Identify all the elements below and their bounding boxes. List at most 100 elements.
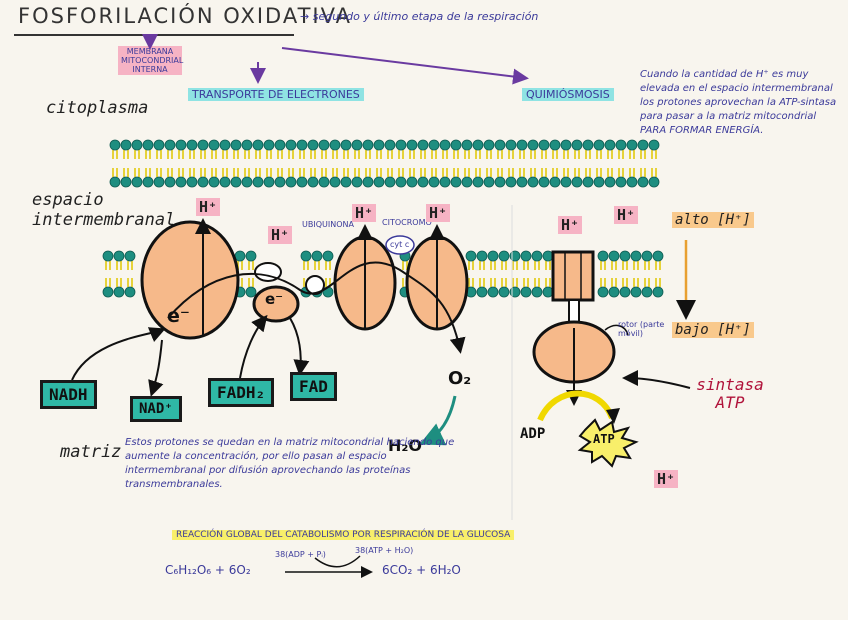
lipid-head xyxy=(187,177,197,187)
lipid-head xyxy=(440,140,450,150)
lipid-head xyxy=(301,251,311,261)
lipid-head xyxy=(330,140,340,150)
hplus-5: H⁺ xyxy=(558,216,582,234)
lipid-head xyxy=(374,140,384,150)
lipid-head xyxy=(165,140,175,150)
lipid-head xyxy=(308,177,318,187)
lipid-head xyxy=(220,177,230,187)
lipid-head xyxy=(598,251,608,261)
lipid-head xyxy=(246,287,256,297)
lipid-head xyxy=(418,177,428,187)
lipid-head xyxy=(484,140,494,150)
atp-label: ATP xyxy=(593,432,615,446)
lipid-head xyxy=(352,140,362,150)
ubiquinone-label: UBIQUINONA xyxy=(302,220,354,229)
lipid-head xyxy=(132,177,142,187)
lipid-head xyxy=(312,251,322,261)
lipid-head xyxy=(363,177,373,187)
lipid-head xyxy=(297,140,307,150)
hplus-3: H⁺ xyxy=(352,204,376,222)
hplus-4: H⁺ xyxy=(426,204,450,222)
arrow-nad-out xyxy=(152,340,162,393)
reaction-title: REACCIÓN GLOBAL DEL CATABOLISMO POR RESP… xyxy=(172,530,514,540)
lipid-head xyxy=(264,140,274,150)
lipid-head xyxy=(638,140,648,150)
lipid-head xyxy=(396,140,406,150)
lipid-head xyxy=(499,251,509,261)
gradient-low: bajo [H⁺] xyxy=(672,322,754,338)
gradient-high: alto [H⁺] xyxy=(672,212,754,228)
lipid-head xyxy=(209,177,219,187)
lipid-head xyxy=(473,140,483,150)
lipid-head xyxy=(198,177,208,187)
arrow-nadh-in xyxy=(72,330,162,380)
adp-label: ADP xyxy=(520,426,545,442)
lipid-head xyxy=(488,287,498,297)
hplus-1: H⁺ xyxy=(196,198,220,216)
lipid-head xyxy=(528,140,538,150)
lipid-head xyxy=(594,140,604,150)
lipid-head xyxy=(609,251,619,261)
lipid-head xyxy=(466,251,476,261)
lipid-head xyxy=(616,177,626,187)
lipid-head xyxy=(605,140,615,150)
arrow-fad-out xyxy=(290,318,301,372)
lipid-head xyxy=(462,177,472,187)
lipid-head xyxy=(539,177,549,187)
lipid-head xyxy=(374,177,384,187)
hplus-2: H⁺ xyxy=(268,226,292,244)
lipid-head xyxy=(440,177,450,187)
lipid-head xyxy=(517,177,527,187)
lipid-head xyxy=(429,177,439,187)
lipid-head xyxy=(451,177,461,187)
lipid-head xyxy=(583,177,593,187)
lipid-head xyxy=(396,177,406,187)
lipid-head xyxy=(517,140,527,150)
lipid-head xyxy=(103,287,113,297)
lipid-head xyxy=(477,287,487,297)
lipid-head xyxy=(385,177,395,187)
lipid-head xyxy=(165,177,175,187)
lipid-head xyxy=(125,251,135,261)
lipid-head xyxy=(297,177,307,187)
lipid-head xyxy=(642,251,652,261)
lipid-head xyxy=(488,251,498,261)
lipid-head xyxy=(231,140,241,150)
lipid-head xyxy=(121,140,131,150)
lipid-head xyxy=(598,287,608,297)
lipid-head xyxy=(341,177,351,187)
lipid-head xyxy=(583,140,593,150)
reaction-left: C₆H₁₂O₆ + 6O₂ xyxy=(165,563,251,577)
lipid-head xyxy=(323,251,333,261)
lipid-head xyxy=(605,177,615,187)
lipid-head xyxy=(572,177,582,187)
lipid-head xyxy=(154,177,164,187)
lipid-head xyxy=(484,177,494,187)
lipid-head xyxy=(220,140,230,150)
arrow-to-chemiosmosis xyxy=(282,48,525,78)
note-matrix: Estos protones se quedan en la matriz mi… xyxy=(125,436,455,492)
lipid-head xyxy=(176,140,186,150)
hplus-7: H⁺ xyxy=(654,470,678,488)
lipid-head xyxy=(286,140,296,150)
atp-synthase-fo xyxy=(553,252,593,300)
o2-label: O₂ xyxy=(448,368,471,389)
lipid-head xyxy=(539,140,549,150)
lipid-head xyxy=(407,177,417,187)
lipid-head xyxy=(572,140,582,150)
complex-i xyxy=(142,222,238,338)
electron-label-2: e⁻ xyxy=(265,290,283,308)
cytc-label: cyt c xyxy=(390,240,409,249)
lipid-head xyxy=(649,140,659,150)
lipid-head xyxy=(506,177,516,187)
adp-atp-arc xyxy=(540,393,612,420)
lipid-head xyxy=(286,177,296,187)
lipid-head xyxy=(631,287,641,297)
lipid-head xyxy=(246,251,256,261)
lipid-head xyxy=(477,251,487,261)
arrow-fadh2-in xyxy=(240,318,265,378)
lipid-head xyxy=(627,177,637,187)
nadh-box: NADH xyxy=(40,380,97,409)
lipid-head xyxy=(385,140,395,150)
lipid-head xyxy=(653,287,663,297)
